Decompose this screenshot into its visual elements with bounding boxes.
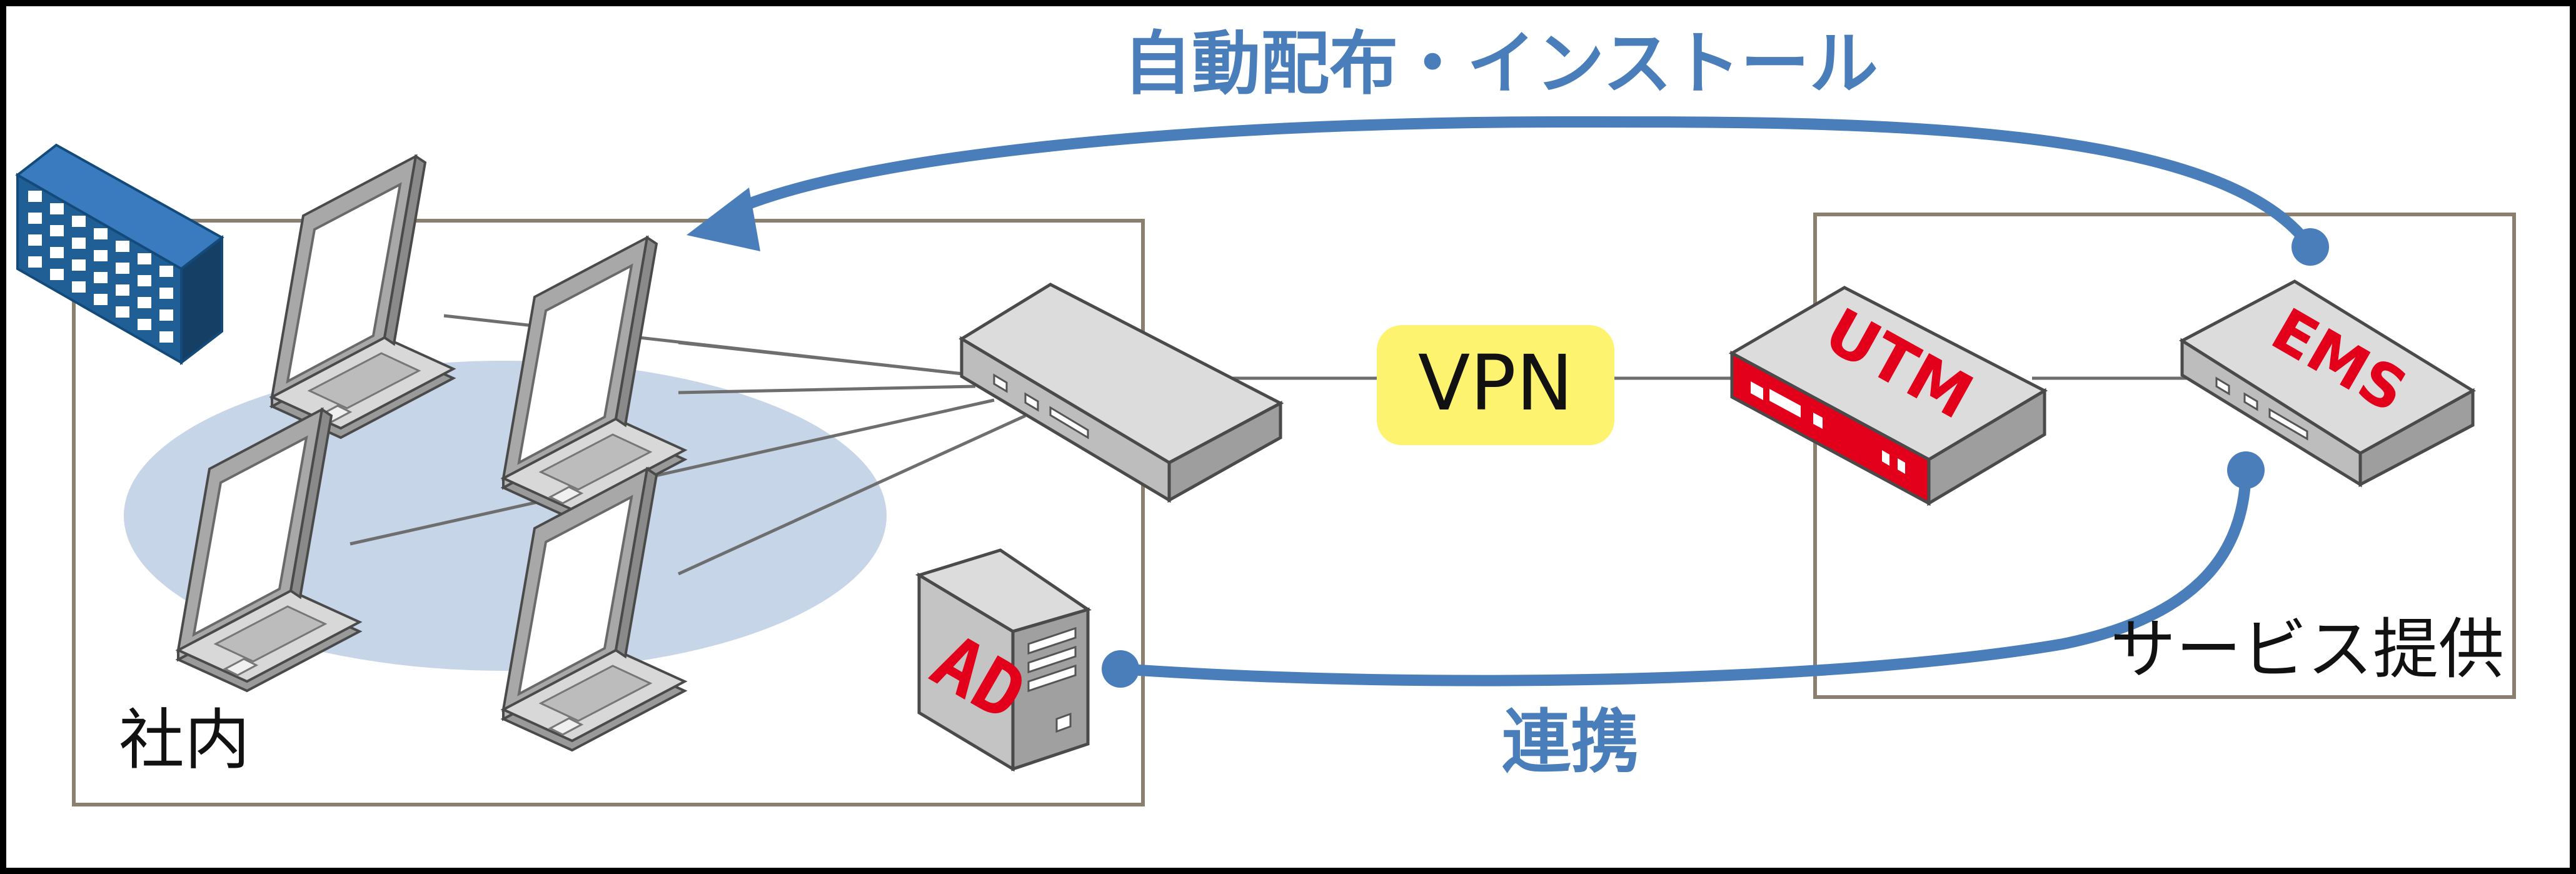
- office-building-icon: [15, 143, 224, 366]
- distribution-label: 自動配布・インストール: [1123, 24, 1878, 104]
- network-switch-icon: [958, 283, 1284, 503]
- company-zone: [72, 219, 1145, 806]
- service-zone: [1813, 213, 2516, 699]
- vpn-badge: [1377, 325, 1614, 445]
- network-links: [350, 314, 2188, 576]
- distribution-arrow: [687, 116, 2329, 266]
- vpn-label: VPN: [1418, 339, 1573, 428]
- service-zone-label: サービス提供: [2110, 611, 2504, 688]
- utm-device-icon: UTM: [1728, 286, 2048, 506]
- company-zone-label: 社内: [119, 702, 250, 778]
- ems-device-icon: EMS: [2179, 279, 2476, 488]
- tower-server-icon: AD: [915, 548, 1092, 772]
- coordination-link: [1102, 451, 2265, 688]
- coordination-label: 連携: [1502, 702, 1639, 782]
